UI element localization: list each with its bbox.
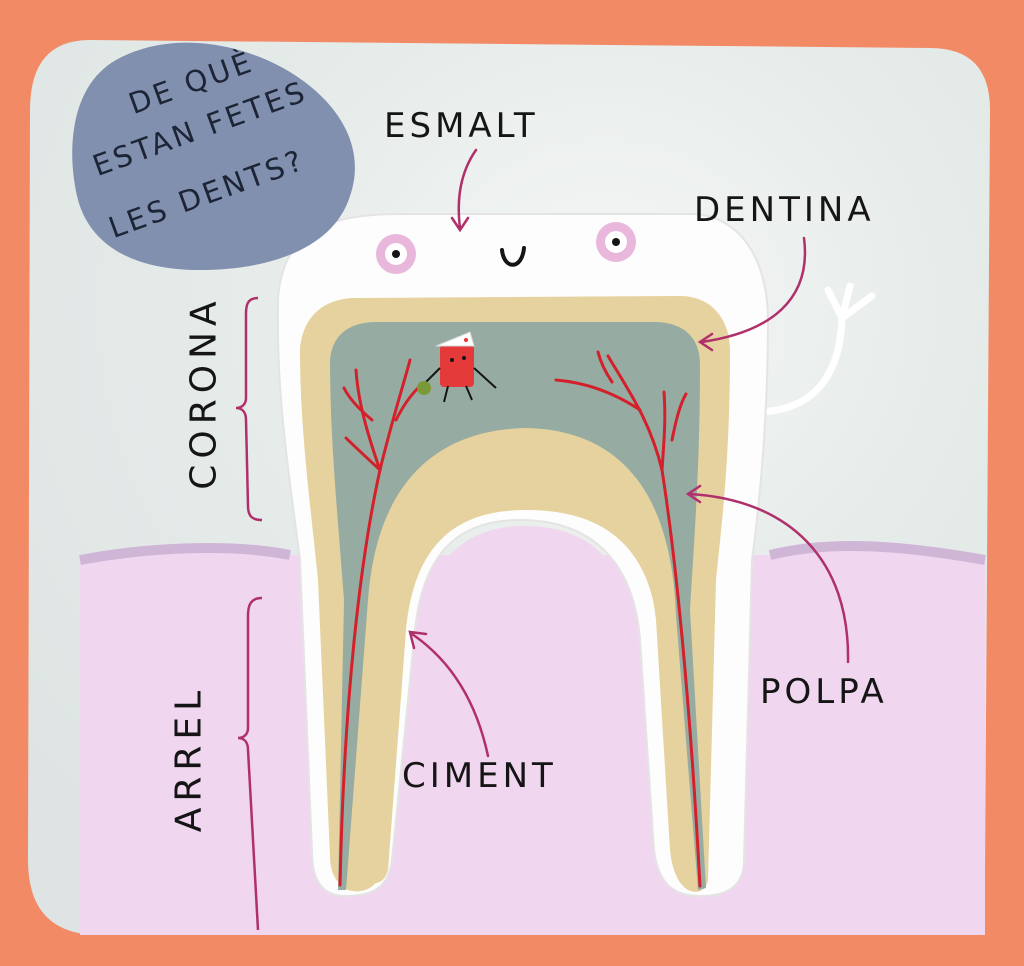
label-esmalt: ESMALT (384, 106, 539, 146)
ciment-arrow (408, 630, 490, 758)
red-character (417, 331, 497, 403)
pulp (330, 322, 706, 890)
tooth-arm (756, 282, 876, 416)
nerves-left (338, 358, 420, 887)
label-arrel: ARREL (168, 684, 210, 833)
root-gap (405, 526, 653, 900)
label-arrows (408, 148, 850, 758)
label-corona: CORONA (183, 295, 225, 490)
tooth-face (376, 222, 636, 274)
label-dentina: DENTINA (694, 190, 875, 230)
polpa-arrow (685, 484, 850, 664)
esmalt-arrow (450, 148, 478, 233)
nerves-right (554, 350, 702, 888)
gum-edge (79, 540, 986, 565)
arrel-bracket (237, 596, 263, 931)
label-ciment: CIMENT (402, 756, 557, 796)
corona-bracket (235, 296, 263, 522)
dentina-arrow (697, 236, 807, 352)
label-polpa: POLPA (760, 672, 888, 712)
title-blob (72, 42, 355, 270)
